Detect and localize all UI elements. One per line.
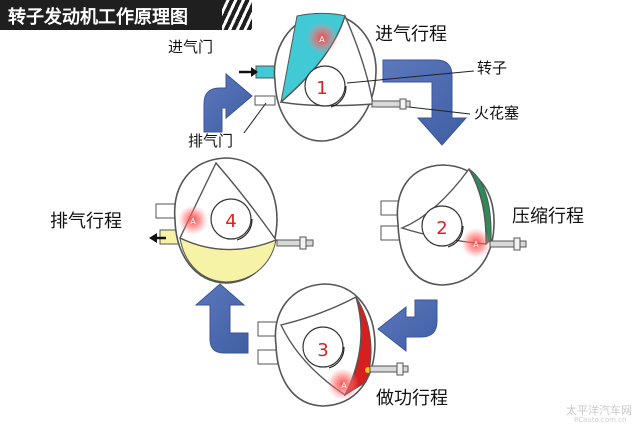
title-bar: 转子发动机工作原理图 — [0, 0, 222, 30]
stage-4-glow — [178, 205, 208, 235]
stage-1-gear — [304, 65, 346, 107]
stage-4-apex-mark: A — [190, 217, 196, 226]
title-stripes — [222, 0, 252, 30]
stage-3-number: 3 — [317, 340, 328, 361]
stage-1-spark-plug-tip — [399, 98, 407, 110]
stage-3-apex-mark: A — [341, 381, 347, 390]
rotor-label: 转子 — [477, 59, 508, 77]
stage-4-gear — [210, 198, 252, 240]
stage-1-spark-plug — [371, 100, 411, 108]
stage-2-glow — [461, 228, 491, 258]
exhaust-arrowhead — [149, 233, 157, 243]
stage-4-number: 4 — [225, 211, 236, 232]
stage-4-spark-plug — [276, 239, 314, 247]
power-stroke-label: 做功行程 — [376, 388, 448, 409]
intake-port-label: 进气门 — [168, 38, 214, 56]
stage-4-exhaust — [149, 157, 314, 284]
stage-2-apex-mark: A — [473, 240, 479, 249]
stage-2-spark-plug-tip — [513, 237, 521, 251]
exhaust-stroke-label: 排气行程 — [50, 211, 122, 232]
cycle-arrow-intake-to-compression — [382, 59, 468, 146]
intake-stroke-label: 进气行程 — [375, 24, 447, 45]
stage-1-apex-mark: A — [319, 35, 325, 44]
stage-2-compression — [380, 164, 527, 286]
compression-stroke-label: 压缩行程 — [512, 206, 584, 227]
stage-3-spark-plug-tip — [396, 362, 404, 376]
stage-3-spark-plug — [369, 365, 409, 373]
stage-2-rotation-arrow — [447, 225, 464, 248]
watermark-sub: PCauto.com.cn — [574, 416, 627, 424]
stage-3-gear — [302, 326, 344, 368]
cycle-arrow-compression-to-power — [377, 299, 438, 353]
stage-4-spark-plug-tip — [299, 236, 307, 250]
spark-plug-label-leader — [408, 106, 471, 115]
stage-2-number: 2 — [436, 218, 447, 239]
cycle-arrow-exhaust-to-intake — [203, 72, 253, 133]
stage-4-rotation-arrow — [236, 218, 253, 241]
rotor-label-leader — [346, 70, 475, 84]
stage-1-intake — [239, 12, 475, 142]
exhaust-port-label-leader — [243, 102, 267, 134]
stage-2-spark-plug — [489, 240, 527, 248]
stage-3-glow — [327, 368, 359, 400]
page-title: 转子发动机工作原理图 — [8, 7, 188, 28]
stage-1-glow — [306, 22, 338, 54]
cycle-arrow-power-to-exhaust — [194, 283, 249, 354]
stage-1-number: 1 — [316, 78, 327, 99]
exhaust-port-label: 排气门 — [188, 132, 234, 150]
spark-plug-label: 火花塞 — [474, 104, 520, 122]
stage-3-power — [257, 283, 409, 407]
stage-1-rotation-arrow — [330, 85, 347, 108]
stage-2-gear — [421, 205, 463, 247]
stage-3-rotation-arrow — [328, 346, 345, 369]
watermark: 太平洋汽车网 — [566, 404, 632, 417]
intake-port-arrowhead — [251, 67, 258, 77]
